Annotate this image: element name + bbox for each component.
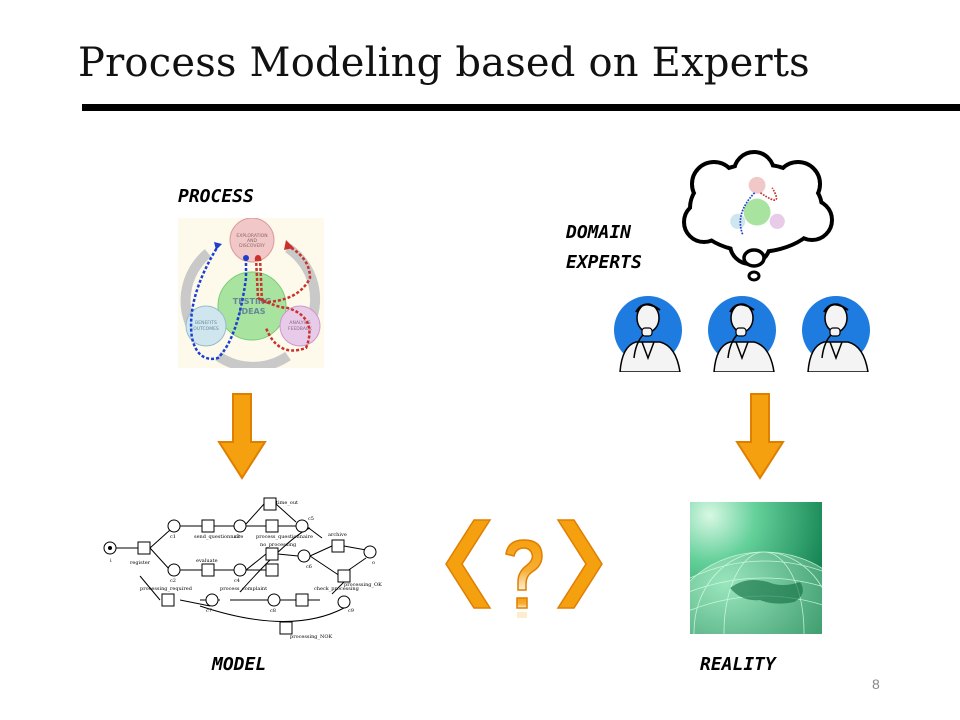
- svg-text:send_questionnaire: send_questionnaire: [194, 534, 243, 540]
- svg-text:FEEDBACK: FEEDBACK: [288, 326, 313, 332]
- svg-text:no_processing: no_processing: [260, 542, 297, 548]
- svg-text:processing_OK: processing_OK: [344, 582, 382, 588]
- thought-bubble-dot-small: [747, 270, 761, 282]
- reality-label: REALITY: [700, 654, 776, 675]
- svg-text:c1: c1: [170, 534, 176, 540]
- svg-text:c8: c8: [270, 608, 276, 614]
- slide-number: 8: [872, 676, 880, 692]
- svg-text:c4: c4: [234, 578, 240, 584]
- svg-text:time_out: time_out: [276, 500, 298, 506]
- left-bracket-icon: [445, 519, 492, 609]
- svg-text:EXPLORATION: EXPLORATION: [236, 233, 267, 239]
- slide-title: Process Modeling based on Experts: [78, 40, 810, 86]
- down-arrow-icon: [735, 393, 785, 480]
- svg-text:processing_NOK: processing_NOK: [290, 634, 332, 640]
- svg-text:c7: c7: [206, 608, 212, 614]
- domain-experts-label-line1: DOMAIN: [566, 222, 632, 243]
- domain-experts-label-line2: EXPERTS: [566, 252, 642, 273]
- svg-text:process_questionnaire: process_questionnaire: [256, 534, 313, 540]
- thought-cloud-icon: [682, 150, 834, 266]
- svg-text:OUTCOMES: OUTCOMES: [193, 326, 219, 332]
- expert-icon: [802, 296, 870, 372]
- model-label: MODEL: [212, 654, 267, 675]
- svg-text:DISCOVERY: DISCOVERY: [239, 243, 265, 249]
- svg-text:check_processing: check_processing: [314, 586, 360, 592]
- expert-icon: [708, 296, 776, 372]
- svg-text:evaluate: evaluate: [196, 558, 218, 564]
- svg-text:c5: c5: [308, 516, 314, 522]
- svg-text:processing_required: processing_required: [140, 586, 193, 592]
- svg-text:AND: AND: [247, 238, 257, 244]
- svg-text:BENEFITS: BENEFITS: [195, 320, 217, 326]
- svg-text:register: register: [130, 560, 151, 566]
- svg-text:TESTING: TESTING: [233, 297, 271, 306]
- title-rule: [82, 104, 960, 111]
- question-mark-icon: [505, 539, 543, 618]
- right-bracket-icon: [556, 519, 603, 609]
- expert-icon: [614, 296, 682, 372]
- globe-icon: [690, 502, 822, 634]
- svg-text:process_complaint: process_complaint: [220, 586, 267, 592]
- svg-text:i: i: [110, 558, 112, 564]
- svg-text:o: o: [372, 560, 375, 566]
- thought-bubble-dot-large: [742, 248, 766, 268]
- svg-text:c3: c3: [234, 534, 240, 540]
- model-petri-net-diagram: i register c1 send_questionnaire c3 proc…: [103, 497, 382, 640]
- svg-text:c6: c6: [306, 564, 312, 570]
- process-label: PROCESS: [178, 186, 254, 207]
- svg-text:c2: c2: [170, 578, 176, 584]
- svg-text:IDEAS: IDEAS: [238, 307, 265, 316]
- svg-text:c9: c9: [348, 608, 354, 614]
- svg-text:archive: archive: [328, 532, 347, 538]
- svg-text:ANALYSIS: ANALYSIS: [289, 320, 310, 326]
- process-cycle-diagram: EXPLORATION AND DISCOVERY TESTING IDEAS …: [178, 218, 324, 368]
- down-arrow-icon: [217, 393, 267, 480]
